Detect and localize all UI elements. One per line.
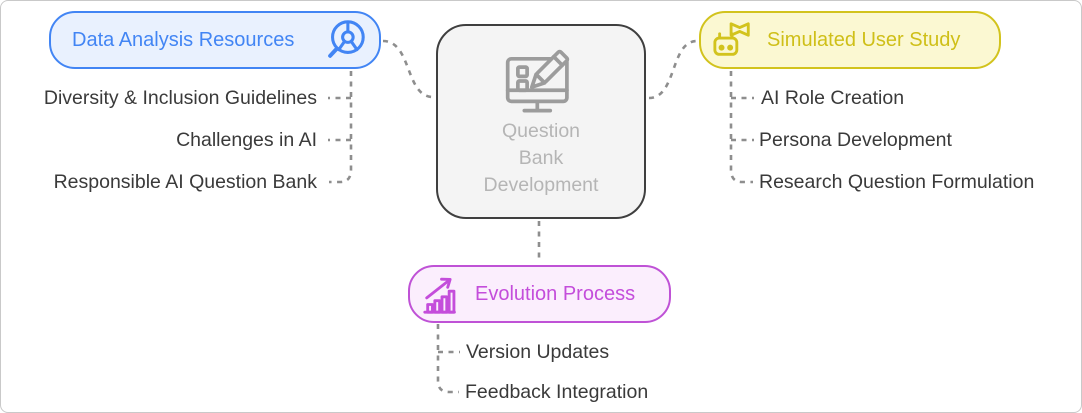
leaf-responsible-ai-question-bank: Responsible AI Question Bank — [53, 171, 317, 193]
node-simulated-user-study-label: Simulated User Study — [767, 28, 961, 51]
growth-chart-icon — [421, 273, 463, 315]
connector-purple-branch-trunk — [436, 324, 459, 394]
node-data-analysis-resources[interactable]: Data Analysis Resources — [49, 11, 381, 69]
node-data-analysis-label: Data Analysis Resources — [72, 28, 295, 51]
monitor-edit-icon — [493, 44, 589, 118]
node-evolution-process[interactable]: Evolution Process — [408, 265, 671, 323]
node-question-bank-development[interactable]: Question Bank Development — [436, 24, 646, 219]
center-node-label-line1: Question — [501, 120, 581, 142]
connector-blue-to-center — [382, 39, 434, 99]
connector-blue-branch-trunk — [329, 71, 353, 184]
center-node-label-line3: Development — [483, 174, 599, 196]
leaf-feedback-integration: Feedback Integration — [465, 381, 649, 403]
leaf-challenges-in-ai: Challenges in AI — [176, 129, 317, 151]
leaf-version-updates: Version Updates — [466, 341, 610, 363]
node-simulated-user-study[interactable]: Simulated User Study — [699, 11, 1001, 69]
connector-yellow-branch-trunk — [729, 71, 753, 184]
center-node-label-line2: Bank — [518, 147, 564, 169]
node-evolution-process-label: Evolution Process — [475, 282, 636, 305]
leaf-diversity-inclusion-guidelines: Diversity & Inclusion Guidelines — [43, 87, 317, 109]
leaf-research-question-formulation: Research Question Formulation — [759, 171, 1035, 193]
leaf-persona-development: Persona Development — [759, 129, 952, 151]
robot-book-icon — [712, 19, 754, 61]
leaf-ai-role-creation: AI Role Creation — [761, 87, 905, 109]
pie-chart-magnifier-icon — [322, 17, 368, 63]
connector-center-to-yellow — [648, 39, 698, 100]
